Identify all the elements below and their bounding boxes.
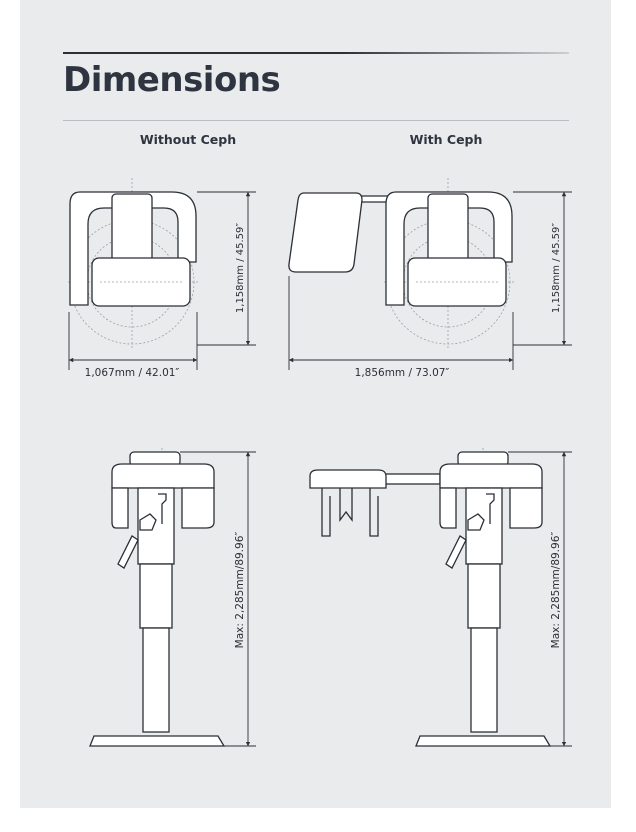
base xyxy=(415,735,552,747)
lower-column xyxy=(470,627,498,733)
depth-dimension-with-ceph xyxy=(513,191,572,346)
rotating-arm xyxy=(111,463,215,489)
height-dimension-without-ceph xyxy=(180,451,256,747)
width-dimension-without-ceph xyxy=(68,312,198,370)
height-label-with-ceph: Max: 2,285mm/89.96″ xyxy=(550,532,562,649)
column-heading-with-ceph: With Ceph xyxy=(409,132,483,147)
generator-side xyxy=(509,487,543,529)
column-heading-without-ceph: Without Ceph xyxy=(139,132,237,147)
title-divider xyxy=(63,120,569,121)
top-view-without-ceph xyxy=(68,178,200,348)
top-view-with-ceph xyxy=(288,178,516,348)
sensor-side xyxy=(111,487,129,529)
width-label-without-ceph: 1,067mm / 42.01″ xyxy=(85,367,180,379)
top-rule xyxy=(63,52,569,54)
column-top xyxy=(111,193,153,265)
chin-rest xyxy=(139,513,157,531)
c-arm-housing xyxy=(385,191,513,306)
height-dimension-with-ceph xyxy=(508,451,572,747)
handle-bar xyxy=(445,535,467,569)
spec-sheet xyxy=(20,0,611,808)
depth-label-without-ceph: 1,158mm / 45.59″ xyxy=(235,223,246,313)
mid-column xyxy=(139,563,173,629)
lower-column xyxy=(142,627,170,733)
width-dimension-with-ceph xyxy=(288,276,514,370)
ceph-boom xyxy=(379,473,441,485)
depth-dimension-without-ceph xyxy=(197,191,256,346)
c-arm-housing xyxy=(69,191,197,306)
generator-side xyxy=(181,487,215,529)
ceph-cassette xyxy=(288,192,363,273)
depth-label-with-ceph: 1,158mm / 45.59″ xyxy=(551,223,562,313)
mid-column xyxy=(467,563,501,629)
width-label-with-ceph: 1,856mm / 73.07″ xyxy=(355,367,450,379)
bite-support xyxy=(158,493,167,524)
chin-rest xyxy=(467,513,485,531)
sensor-side xyxy=(439,487,457,529)
ceph-head xyxy=(309,469,387,489)
bite-support xyxy=(486,493,495,524)
side-view-with-ceph xyxy=(309,448,552,747)
column-top xyxy=(427,193,469,265)
handle-bar xyxy=(117,535,139,569)
rotating-arm xyxy=(439,463,543,489)
ceph-ear-rods xyxy=(321,488,379,537)
base xyxy=(89,735,226,747)
page-title: Dimensions xyxy=(63,60,281,100)
height-label-without-ceph: Max: 2,285mm/89.96″ xyxy=(234,532,246,649)
side-view-without-ceph xyxy=(89,448,226,747)
